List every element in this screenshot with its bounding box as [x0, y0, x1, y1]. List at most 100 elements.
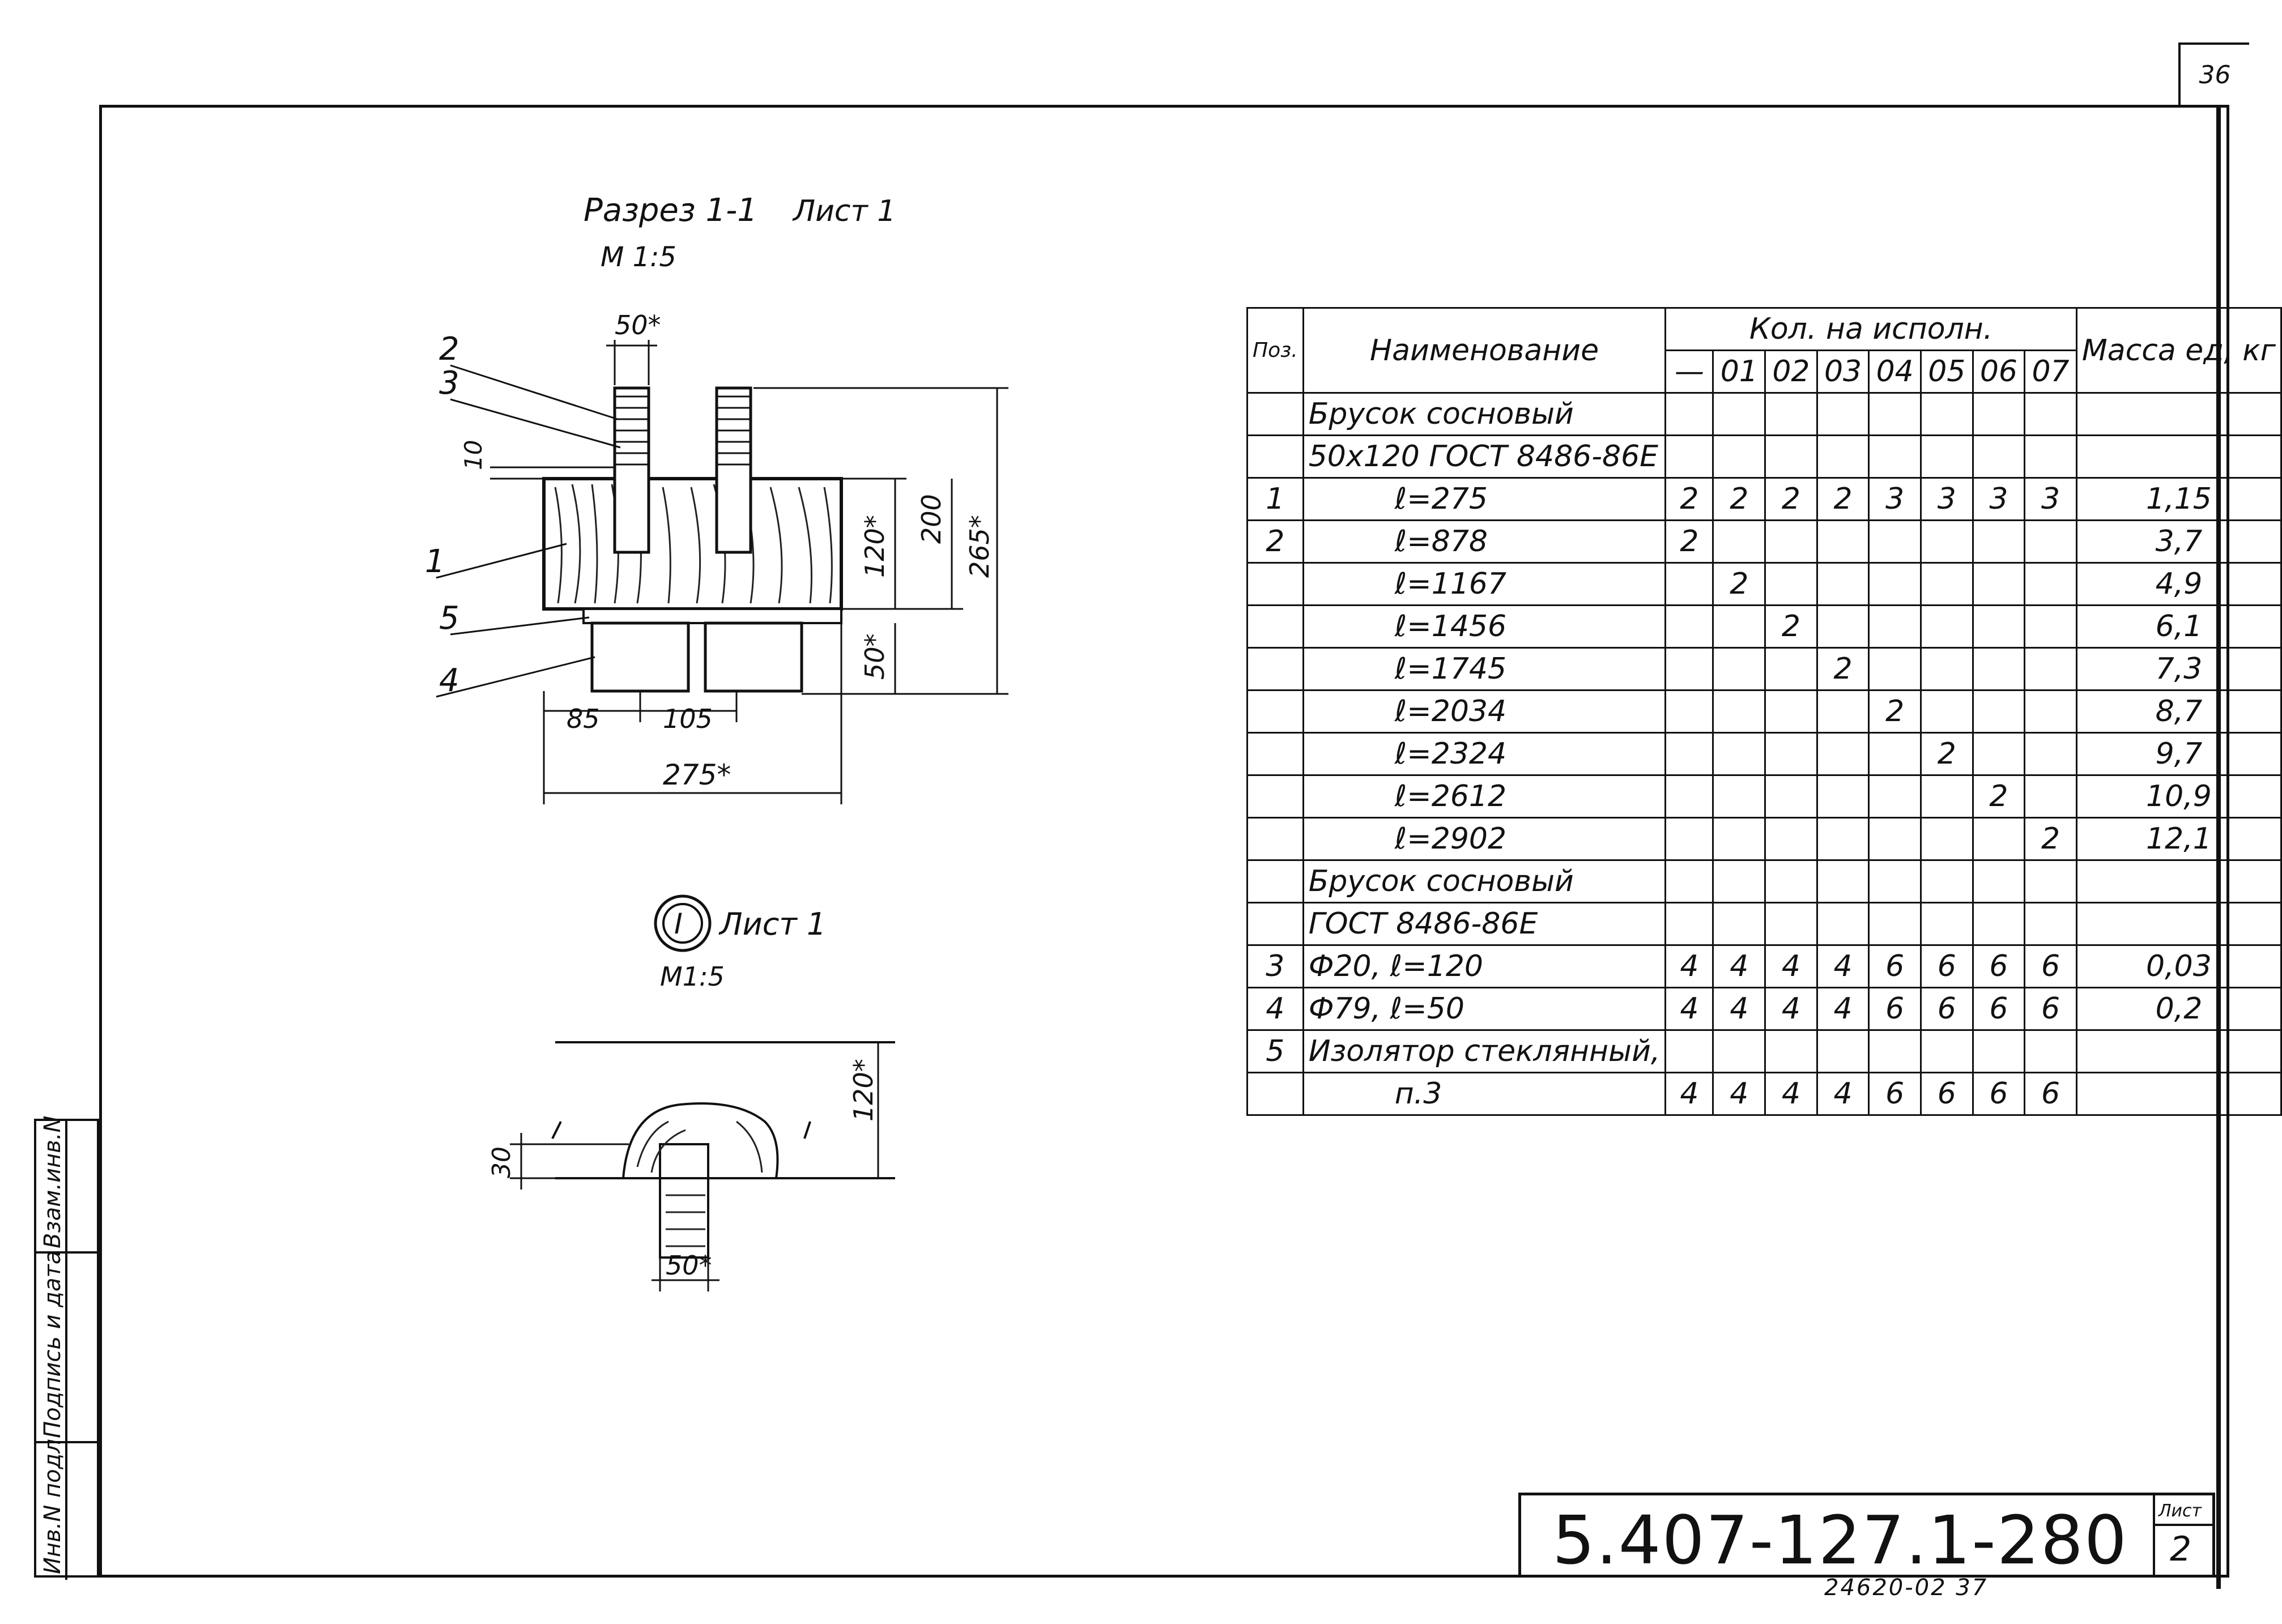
spec-qty-cell: 4	[1664, 944, 1714, 988]
sheet-number-top: 36	[2178, 42, 2249, 105]
dowel-right	[715, 386, 752, 554]
spec-qty-cell	[1972, 689, 2026, 734]
spec-qty-cell	[1972, 647, 2026, 691]
spec-qty-cell	[1712, 689, 1766, 734]
spec-pos-cell	[1246, 647, 1304, 691]
spec-qty-cell: 6	[1919, 987, 1974, 1031]
spec-qty-cell	[1868, 1029, 1922, 1073]
spec-qty-cell	[1712, 902, 1766, 946]
spec-qty-cell	[1972, 902, 2026, 946]
dim-w85: 85	[567, 704, 600, 734]
spec-qty-cell	[1816, 689, 1870, 734]
title-block	[1518, 1493, 2215, 1578]
list-cell-divider	[2153, 1524, 2215, 1526]
spec-qty-cell	[1868, 647, 1922, 691]
spec-qty-cell	[1868, 732, 1922, 776]
spec-qty-cell: 6	[1919, 944, 1974, 988]
section-title: Разрез 1-1	[584, 192, 757, 229]
dim-w275: 275*	[663, 758, 731, 791]
spec-qty-cell	[1868, 859, 1922, 903]
dim-h50: 50*	[859, 633, 890, 680]
spec-qty-cell: 6	[1868, 944, 1922, 988]
spec-mass-cell	[2075, 902, 2282, 946]
variant-header-cell: 05	[1919, 349, 1974, 394]
spec-qty-cell: 4	[1712, 944, 1766, 988]
spec-qty-cell	[2024, 774, 2077, 819]
spec-mass-cell: 12,1	[2075, 817, 2282, 861]
stamp-replace-label: Взам.инв.N	[40, 1115, 66, 1248]
spec-mass-cell: 9,7	[2075, 732, 2282, 776]
spec-pos-cell	[1246, 392, 1304, 436]
spec-qty-cell	[1919, 774, 1974, 819]
detail-marker-label: I	[674, 907, 683, 940]
spec-qty-cell: 3	[1972, 477, 2026, 521]
spec-mass-cell: 0,03	[2075, 944, 2282, 988]
spec-qty-cell: 3	[1868, 477, 1922, 521]
spec-qty-cell	[1764, 562, 1818, 606]
detail-grain	[636, 1120, 763, 1247]
spec-name-cell: 50х120 ГОСТ 8486-86Е	[1302, 434, 1667, 479]
spec-qty-cell	[1664, 1029, 1714, 1073]
spec-qty-cell: 4	[1664, 1072, 1714, 1116]
spec-row: Брусок сосновый	[1246, 392, 2282, 436]
side-stamp-divider	[36, 1441, 101, 1443]
spec-qty-cell	[1868, 604, 1922, 649]
spec-name-cell: ℓ=2034	[1302, 689, 1667, 734]
archive-code: 24620-02 37	[1824, 1575, 1989, 1601]
spec-name-cell: Ф79, ℓ=50	[1302, 987, 1667, 1031]
dim-gap-10: 10	[459, 440, 487, 470]
spec-qty-cell	[1919, 519, 1974, 564]
spec-pos-cell	[1246, 604, 1304, 649]
detail-I-drawing: I Лист 1 М1:5 30 120* 50*	[487, 894, 895, 1291]
dim-h120: 120*	[859, 515, 890, 578]
spec-pos-cell	[1246, 859, 1304, 903]
spec-qty-cell	[1712, 519, 1766, 564]
spec-qty-cell	[1664, 689, 1714, 734]
spec-qty-cell	[2024, 434, 2077, 479]
spec-qty-cell	[1712, 392, 1766, 436]
spec-pos-cell	[1246, 902, 1304, 946]
spec-qty-cell	[1764, 902, 1818, 946]
spec-qty-cell: 6	[1972, 944, 2026, 988]
detail-dimension-lines	[510, 1042, 879, 1291]
spec-qty-cell	[1764, 859, 1818, 903]
spec-qty-cell: 3	[1919, 477, 1974, 521]
spec-qty-cell: 2	[1919, 732, 1974, 776]
section-1-1-drawing: Разрез 1-1 Лист 1 М 1:5 2 3 1 5 4 50*	[425, 192, 1008, 804]
spec-qty-cell: 4	[1816, 1072, 1870, 1116]
spec-qty-cell: 4	[1664, 987, 1714, 1031]
spec-qty-cell: 4	[1816, 944, 1870, 988]
spec-qty-cell: 2	[1764, 477, 1818, 521]
spec-qty-cell	[1816, 902, 1870, 946]
spec-qty-cell	[1972, 604, 2026, 649]
dim-w105: 105	[663, 704, 713, 734]
spec-name-cell: Брусок сосновый	[1302, 392, 1667, 436]
spec-qty-cell	[1919, 902, 1974, 946]
spec-name-cell: Ф20, ℓ=120	[1302, 944, 1667, 988]
spec-qty-cell: 2	[1816, 647, 1870, 691]
callout-3: 3	[439, 365, 459, 402]
spec-name-cell: ℓ=275	[1302, 477, 1667, 521]
dowel-left	[613, 386, 650, 554]
detail-marker-inner	[662, 903, 703, 944]
detail-dim-120: 120*	[848, 1059, 879, 1122]
spec-name-cell: ℓ=1745	[1302, 647, 1667, 691]
spec-qty-cell	[1972, 859, 2026, 903]
spec-qty-cell	[1919, 604, 1974, 649]
spec-qty-cell	[1664, 859, 1714, 903]
spec-pos-cell: 5	[1246, 1029, 1304, 1073]
header-mass: Масса ед, кг	[2075, 307, 2282, 394]
spec-qty-cell	[1972, 519, 2026, 564]
spec-qty-cell: 4	[1816, 987, 1870, 1031]
spec-qty-cell	[1816, 562, 1870, 606]
spec-qty-cell	[2024, 604, 2077, 649]
spec-qty-cell	[1972, 562, 2026, 606]
spec-qty-cell	[2024, 1029, 2077, 1073]
spec-qty-cell	[1868, 774, 1922, 819]
spec-qty-cell	[2024, 732, 2077, 776]
spec-qty-cell	[1972, 732, 2026, 776]
side-stamp-label-column	[36, 1121, 67, 1580]
